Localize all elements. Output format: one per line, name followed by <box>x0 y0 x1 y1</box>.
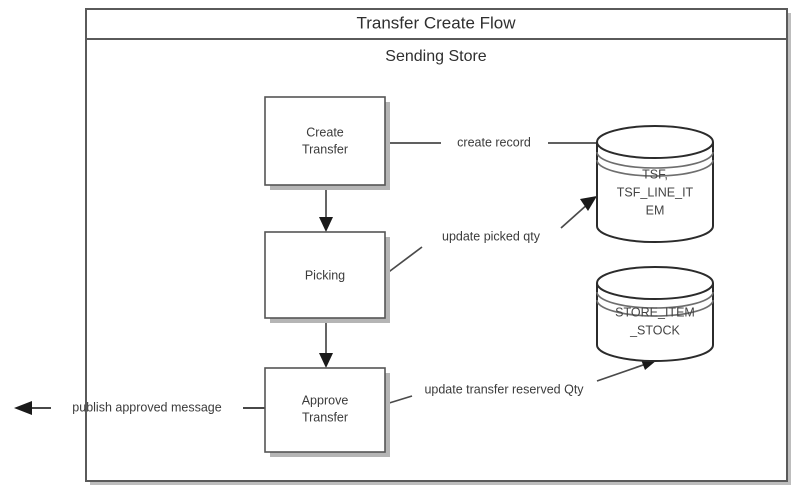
datastore-tsf-disk-line-2 <box>596 159 714 177</box>
node-approve-transfer-box[interactable] <box>264 367 386 453</box>
datastore-tsf-label-line3: EM <box>646 203 665 217</box>
datastore-store-item-stock-disk-line-2 <box>596 299 714 317</box>
node-create-transfer-label-line1: Create <box>306 125 344 139</box>
node-picking[interactable]: Picking <box>264 231 390 323</box>
edge-publish-arrowhead <box>14 401 32 415</box>
edge-picking-to-approve-arrowhead <box>319 353 333 368</box>
edge-update-picked-qty-arrowhead <box>580 196 597 211</box>
datastore-store-item-stock-label-line1: STORE_ITEM <box>615 305 695 319</box>
datastore-store-item-stock-top <box>596 266 714 300</box>
datastore-tsf-disk-line-1 <box>596 151 714 169</box>
node-approve-transfer[interactable]: Approve Transfer <box>264 367 390 457</box>
edge-update-reserved-qty-line-left <box>385 395 413 405</box>
pool-frame <box>85 8 791 485</box>
edge-update-reserved-qty-label: update transfer reserved Qty <box>424 382 584 396</box>
edge-update-picked-qty-line-right <box>560 202 590 229</box>
node-picking-box[interactable] <box>264 231 386 319</box>
datastore-tsf-body[interactable] <box>596 142 714 243</box>
edge-update-picked-qty-line-left <box>385 246 423 275</box>
datastore-tsf[interactable]: TSF, TSF_LINE_IT EM <box>596 125 714 243</box>
node-approve-transfer-label-line2: Transfer <box>302 410 348 424</box>
node-picking-label-line1: Picking <box>305 268 345 282</box>
datastore-store-item-stock-label-line2: _STOCK <box>629 323 680 337</box>
datastore-store-item-stock[interactable]: STORE_ITEM _STOCK <box>596 266 714 362</box>
datastore-tsf-top <box>596 125 714 159</box>
datastore-tsf-label-line1: TSF, <box>642 167 668 181</box>
node-create-transfer-box[interactable] <box>264 96 386 186</box>
edge-publish-label: publish approved message <box>72 400 221 414</box>
pool-frame-border <box>85 8 788 482</box>
datastore-tsf-label-line2: TSF_LINE_IT <box>617 185 694 199</box>
edge-publish-approved-message: publish approved message <box>14 400 265 415</box>
edge-picking-to-approve <box>319 318 333 368</box>
edge-update-picked-qty: update picked qty <box>385 196 597 275</box>
datastore-store-item-stock-disk-line-1 <box>596 291 714 309</box>
node-create-transfer[interactable]: Create Transfer <box>264 96 390 190</box>
datastore-store-item-stock-body[interactable] <box>596 283 714 362</box>
node-approve-transfer-label-line1: Approve <box>302 393 349 407</box>
lane-label: Sending Store <box>385 48 487 65</box>
edge-update-reserved-qty-line-right <box>596 363 647 382</box>
edge-update-picked-qty-label: update picked qty <box>442 229 541 243</box>
node-create-transfer-label-line2: Transfer <box>302 142 348 156</box>
diagram-title: Transfer Create Flow <box>356 13 516 32</box>
edge-create-to-picking-arrowhead <box>319 217 333 232</box>
edge-create-to-picking <box>319 185 333 232</box>
edge-create-record-label: create record <box>457 135 531 149</box>
